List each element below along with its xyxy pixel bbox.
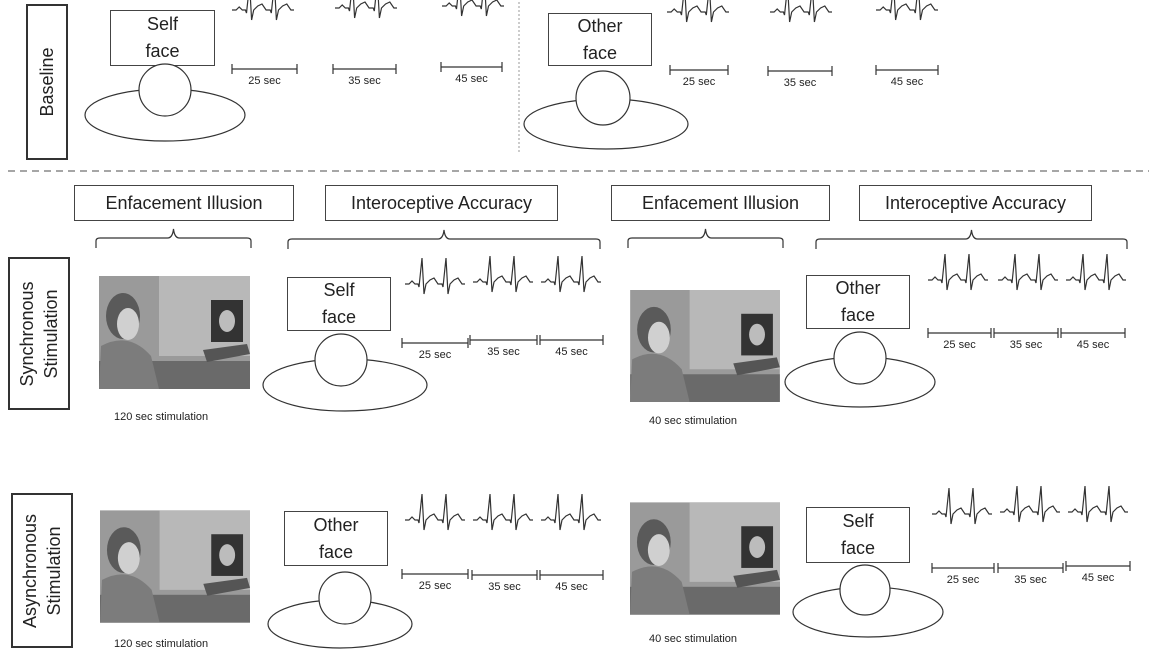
- sync-interval-1c-label: 45 sec: [555, 346, 588, 358]
- baseline-other-face-box: Other face: [548, 13, 652, 66]
- async-self-person-head: [839, 564, 891, 616]
- baseline-other-interval-1-label: 25 sec: [683, 76, 716, 88]
- sync-ecg-2a: [928, 253, 988, 291]
- baseline-other-interval-3-label: 45 sec: [891, 76, 924, 88]
- async-interval-1c-label: 45 sec: [555, 581, 588, 593]
- sync-interval-2b-label: 35 sec: [1010, 339, 1043, 351]
- baseline-self-interval-3-label: 45 sec: [455, 73, 488, 85]
- sync-ecg-1c: [541, 255, 601, 293]
- sync-ecg-2c: [1066, 253, 1126, 291]
- async-ecg-2b: [1000, 485, 1060, 523]
- async-interval-2b-label: 35 sec: [1014, 574, 1047, 586]
- baseline-other-ecg-1: [667, 0, 729, 23]
- sync-interval-1a-label: 25 sec: [419, 349, 452, 361]
- baseline-self-interval-2-label: 35 sec: [348, 75, 381, 87]
- async-ecg-1c: [541, 493, 601, 531]
- sync-self-person-head: [314, 333, 368, 387]
- caption-async-2: 40 sec stimulation: [649, 633, 738, 645]
- async-other-person-head: [318, 571, 372, 625]
- baseline-self-face-box: Self face: [110, 10, 215, 66]
- sync-ecg-1b: [473, 255, 533, 293]
- baseline-self-ecg-1: [232, 0, 294, 21]
- sync-interoceptive-header-2: Interoceptive Accuracy: [859, 185, 1092, 221]
- sync-interoceptive-header-1: Interoceptive Accuracy: [325, 185, 558, 221]
- sync-other-face-box: Other face: [806, 275, 910, 329]
- async-interval-2a-label: 25 sec: [947, 574, 980, 586]
- async-interval-1a-label: 25 sec: [419, 580, 452, 592]
- async-ecg-1a: [405, 493, 465, 531]
- caption-sync-2: 40 sec stimulation: [649, 415, 738, 427]
- baseline-other-person-head: [575, 70, 631, 126]
- sync-interval-2c-label: 45 sec: [1077, 339, 1110, 351]
- sync-brace-enfacement-2: [627, 228, 784, 248]
- sync-brace-interoceptive-2: [815, 229, 1128, 249]
- stimulation-photo-sync-2: [630, 290, 780, 402]
- row-label-baseline: Baseline: [26, 4, 68, 160]
- stimulation-photo-async-2: [630, 502, 780, 615]
- stimulation-photo-async-1: [100, 510, 250, 623]
- async-ecg-2c: [1068, 485, 1128, 523]
- sync-enfacement-header: Enfacement Illusion: [74, 185, 294, 221]
- sync-other-person-head: [833, 331, 887, 385]
- async-other-face-box: Other face: [284, 511, 388, 566]
- sync-self-face-box: Self face: [287, 277, 391, 331]
- async-ecg-2a: [932, 487, 992, 525]
- async-interval-2c-label: 45 sec: [1082, 572, 1115, 584]
- row-label-synchronous: Synchronous Stimulation: [8, 257, 70, 410]
- baseline-other-ecg-2: [770, 0, 832, 23]
- sync-interval-2a-label: 25 sec: [943, 339, 976, 351]
- sync-brace-interoceptive-1: [287, 229, 601, 249]
- caption-async-1: 120 sec stimulation: [114, 638, 209, 650]
- row-label-asynchronous: Asynchronous Stimulation: [11, 493, 73, 648]
- sync-ecg-2b: [998, 253, 1058, 291]
- baseline-self-ecg-2: [335, 0, 397, 19]
- sync-enfacement-header-2: Enfacement Illusion: [611, 185, 830, 221]
- async-ecg-1b: [473, 493, 533, 531]
- baseline-self-ecg-3: [442, 0, 504, 17]
- async-interval-1b-label: 35 sec: [488, 581, 521, 593]
- baseline-self-interval-1-label: 25 sec: [248, 75, 281, 87]
- baseline-other-interval-2-label: 35 sec: [784, 77, 817, 89]
- baseline-other-ecg-3: [876, 0, 938, 21]
- sync-ecg-1a: [405, 257, 465, 295]
- sync-brace-enfacement-1: [95, 228, 252, 248]
- baseline-self-person-head: [138, 63, 192, 117]
- stimulation-photo-sync-1: [99, 276, 250, 389]
- async-self-face-box: Self face: [806, 507, 910, 563]
- caption-sync-1: 120 sec stimulation: [114, 411, 209, 423]
- sync-interval-1b-label: 35 sec: [487, 346, 520, 358]
